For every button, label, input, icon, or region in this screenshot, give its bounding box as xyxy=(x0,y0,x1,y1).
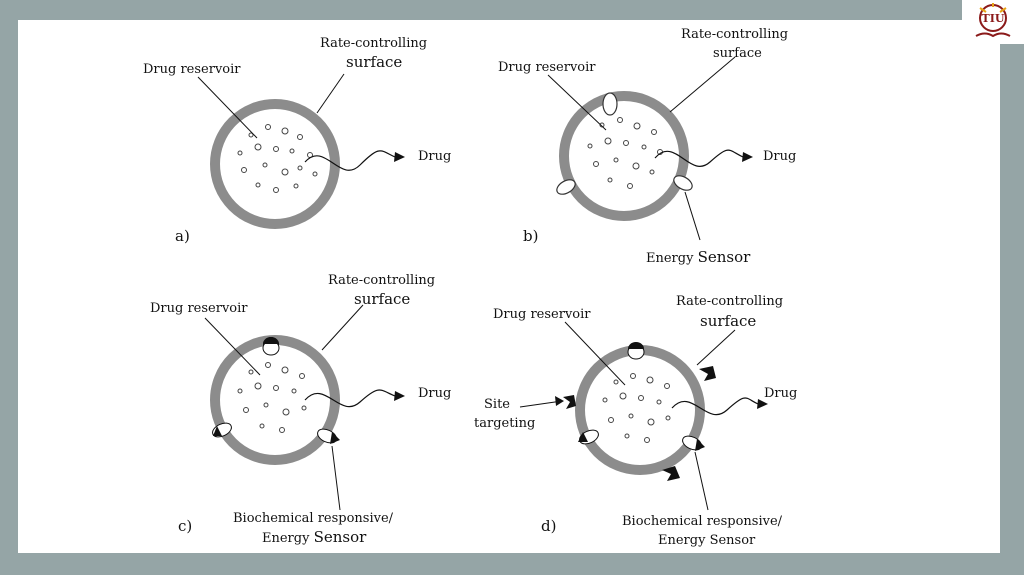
panel-c-sensor-label-1: Biochemical responsive/ xyxy=(233,511,394,526)
panel-d-sensor-label-1: Biochemical responsive/ xyxy=(622,514,783,529)
panel-b-sensor-right xyxy=(673,175,693,191)
panel-d-ligand-right xyxy=(699,366,716,381)
panel-d-reservoir-label: Drug reservoir xyxy=(493,307,591,322)
panel-b-drug-particles xyxy=(587,117,663,189)
panel-c-tag: c) xyxy=(178,517,192,535)
panel-a-drug-label: Drug xyxy=(418,149,451,164)
panel-c: Drug reservoir Rate-controlling surface … xyxy=(150,273,451,546)
panel-c-reservoir-label: Drug reservoir xyxy=(150,301,248,316)
panel-b-tag: b) xyxy=(523,227,538,245)
slide-background xyxy=(18,20,1000,553)
panel-b-reservoir-label: Drug reservoir xyxy=(498,60,596,75)
panel-d-sensor-label-2: Energy Sensor xyxy=(658,533,756,548)
panel-c-surface-label-1: Rate-controlling xyxy=(328,273,435,288)
panel-c-drug-label: Drug xyxy=(418,386,451,401)
panel-d: Drug reservoir Rate-controlling surface … xyxy=(474,294,797,548)
panel-a-reservoir-label: Drug reservoir xyxy=(143,62,241,77)
logo-text: TIU xyxy=(982,12,1005,25)
panel-c-drug-particles xyxy=(237,362,307,433)
panel-d-surface-label-1: Rate-controlling xyxy=(676,294,783,309)
panel-d-membrane xyxy=(575,345,705,475)
panel-b-surface-label-2: surface xyxy=(713,46,762,61)
panel-b-sensor-left xyxy=(556,179,576,195)
panel-d-drug-particles xyxy=(602,373,671,443)
panel-a-drug-particles xyxy=(237,124,318,193)
panel-a-surface-label-1: Rate-controlling xyxy=(320,36,427,51)
panel-c-surface-label-2: surface xyxy=(354,290,410,308)
panel-c-sensor-label-2: Energy Sensor xyxy=(262,528,367,546)
university-book-logo-icon: TIU xyxy=(962,0,1024,44)
panel-d-drug-label: Drug xyxy=(764,386,797,401)
panel-d-tag: d) xyxy=(541,517,556,535)
panel-a-membrane xyxy=(210,99,340,229)
panel-c-membrane xyxy=(210,335,340,465)
panel-d-site-label-2: targeting xyxy=(474,416,535,431)
panel-d-ligand-left xyxy=(563,395,576,409)
panel-b-sensor-top xyxy=(602,92,618,116)
panel-d-site-label-1: Site xyxy=(484,397,510,412)
panel-b-sensor-label: Energy Sensor xyxy=(646,248,751,266)
panel-a-tag: a) xyxy=(175,227,190,245)
panel-b-membrane xyxy=(559,91,689,221)
panel-d-ligand-bottom xyxy=(662,466,680,481)
panel-d-surface-label-2: surface xyxy=(700,312,756,330)
panel-a-surface-label-2: surface xyxy=(346,53,402,71)
panel-b: Drug reservoir Rate-controlling surface … xyxy=(498,27,796,266)
panel-b-surface-label-1: Rate-controlling xyxy=(681,27,788,42)
panel-a: Drug reservoir Rate-controlling surface … xyxy=(143,36,451,245)
panel-b-drug-label: Drug xyxy=(763,149,796,164)
